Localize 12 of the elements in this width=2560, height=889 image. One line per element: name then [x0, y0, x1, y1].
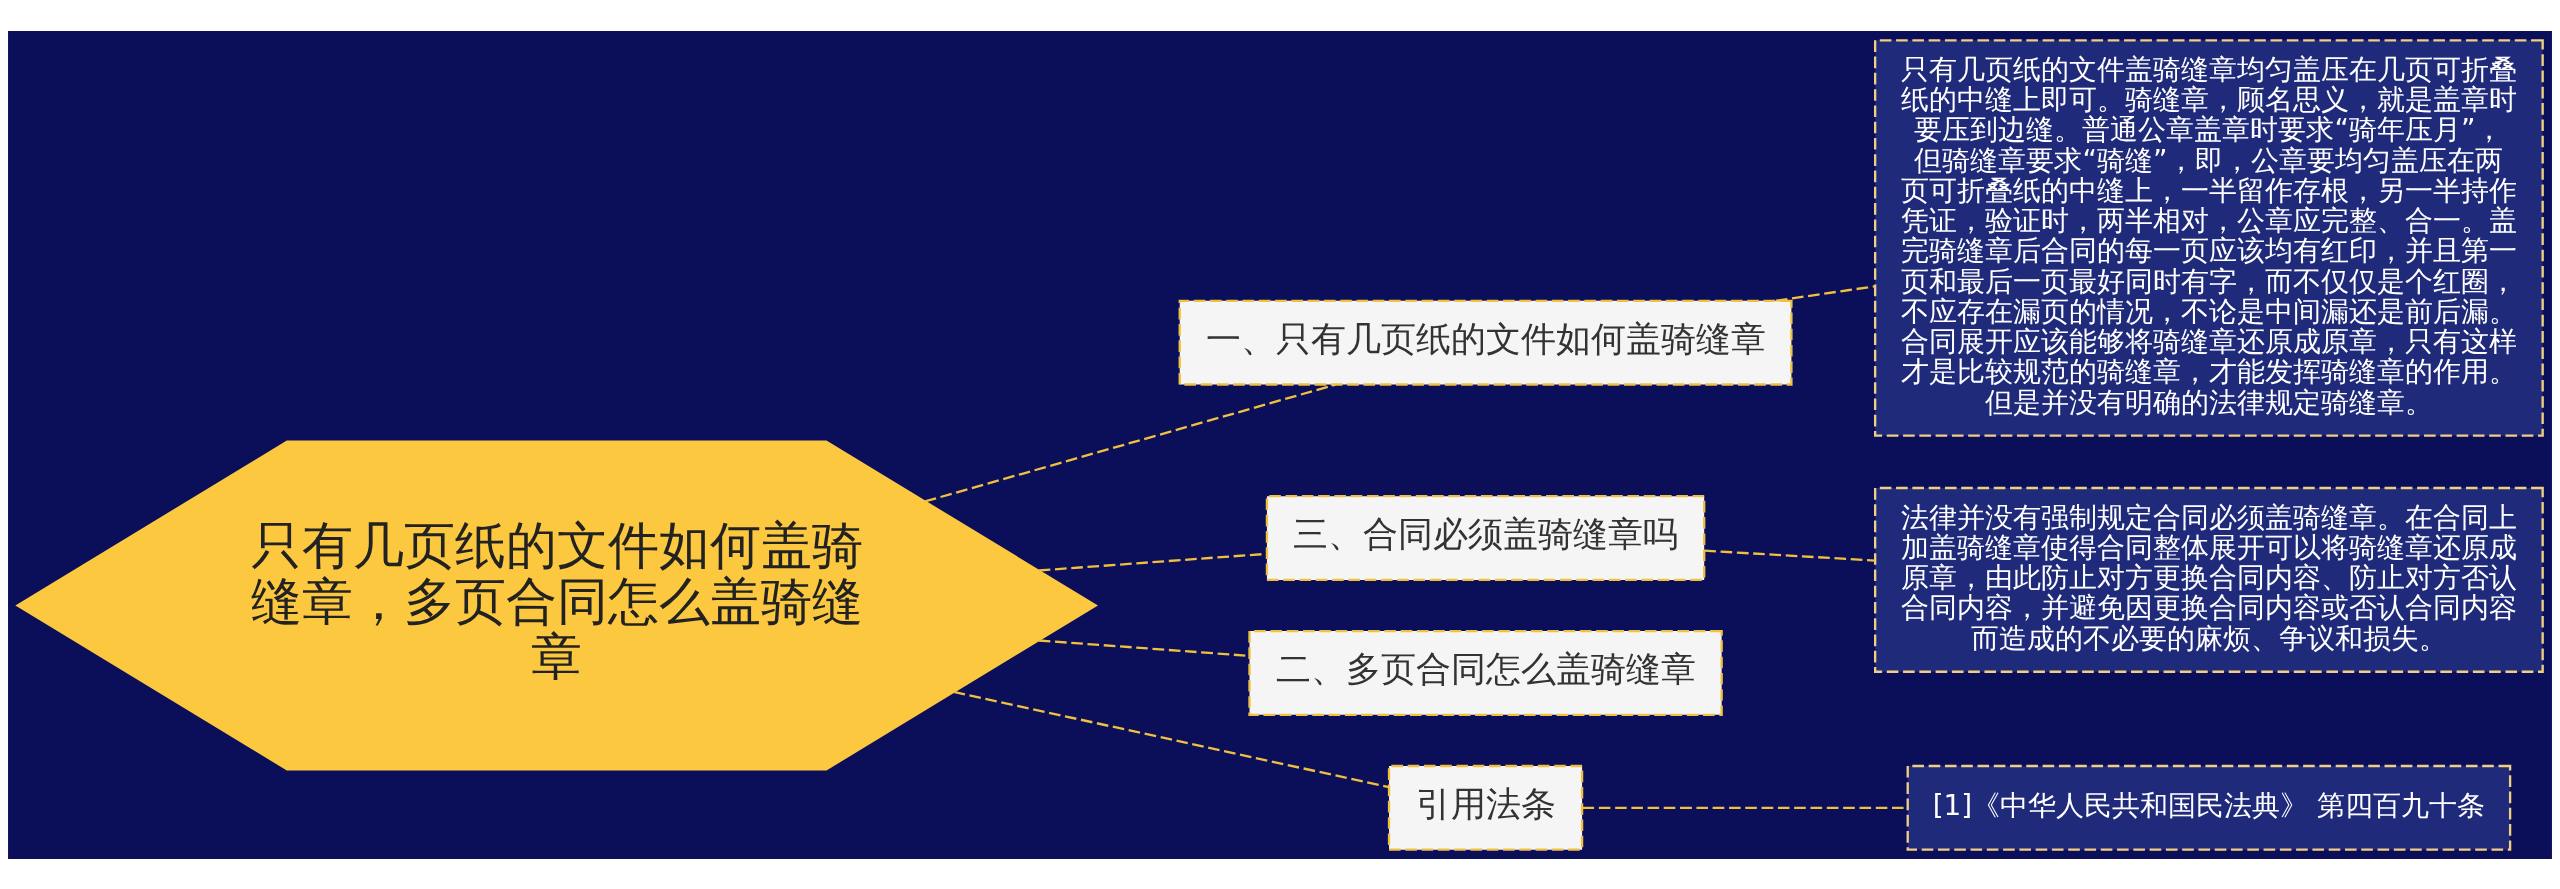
connector [924, 383, 1336, 503]
node-box: 引用法条 [1387, 764, 1584, 851]
node-box: 二、多页合同怎么盖骑缝章 [1248, 629, 1723, 716]
node-box: 只有几页纸的文件盖骑缝章均匀盖压在几页可折叠纸的中缝上即可。骑缝章，顾名思义，就是盖章时要压到边缝。普通公章盖章时要求“骑年压月”，但骑缝章要求“骑缝”，即，公章要均匀盖压在两页可折叠纸的中缝上，一半留作存根，另一半持作凭证，验证时，两半相对，公章应完整、合一。盖完骑缝章后合同的每一页应该均有红印，并且第一页和最后一页最好同时有字，而不仅仅是个红圈，不应存在漏页的情况，不论是中间漏还是前后漏。合同展开应该能够将骑缝章还原成原章，只有这样才是比较规范的骑缝章，才能发挥骑缝章的作用。但是并没有明确的法律规定骑缝章。 [1874, 38, 2544, 437]
node-box: 三、合同必须盖骑缝章吗 [1265, 494, 1706, 581]
connector [1582, 806, 1907, 809]
node-box: [1]《中华人民共和国民法典》 第四百九十条 [1906, 764, 2512, 851]
connector [953, 690, 1389, 788]
connector [1704, 549, 1875, 562]
node-box: 法律并没有强制规定合同必须盖骑缝章。在合同上加盖骑缝章使得合同整体展开可以将骑缝章还原成原章，由此防止对方更换合同内容、防止对方否认合同内容，并避免因更换合同内容或否认合同内容而造成的不必要的麻烦、争议和损失。 [1874, 486, 2544, 673]
connector [1775, 284, 1875, 302]
node-box: 一、只有几页纸的文件如何盖骑缝章 [1178, 299, 1793, 386]
